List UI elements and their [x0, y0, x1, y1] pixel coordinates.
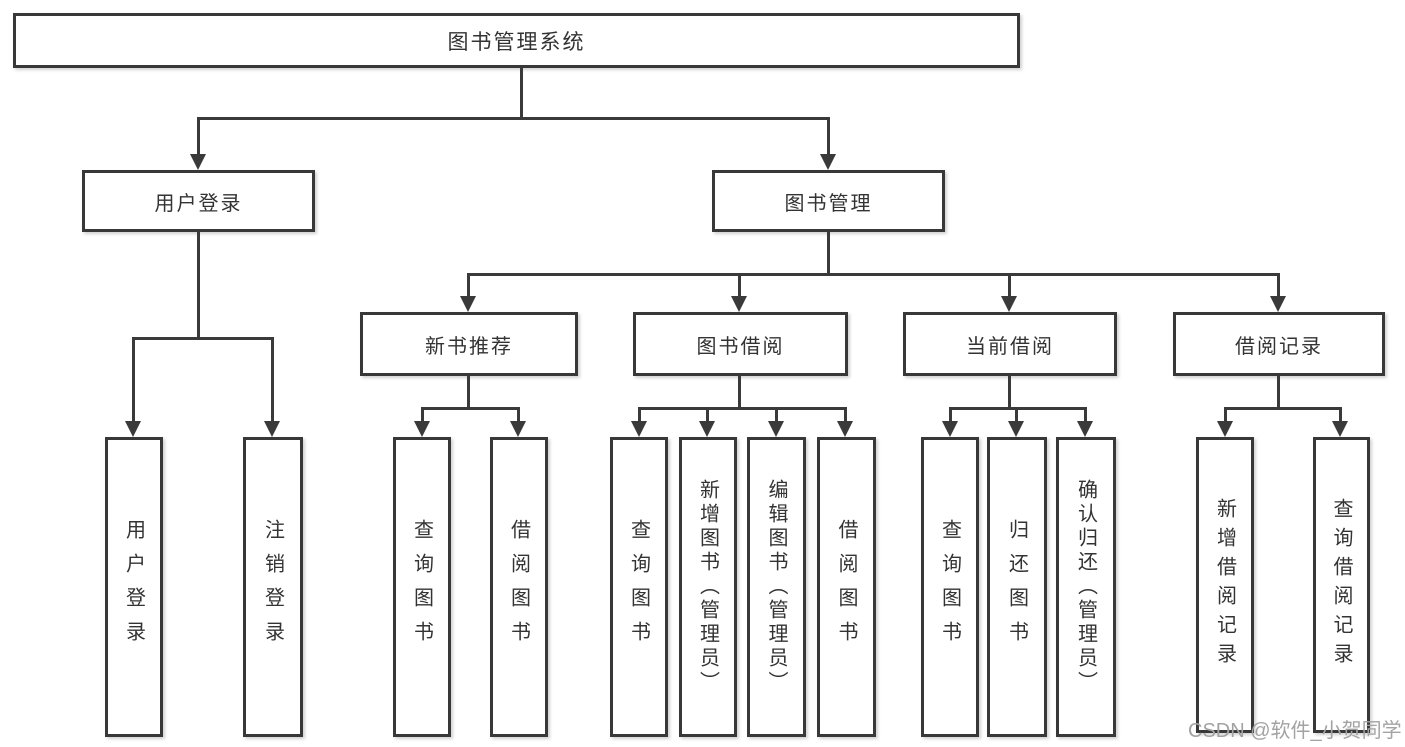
connector-borrowing-stem [738, 376, 741, 407]
arrow-recommend-leaf-2 [510, 407, 526, 437]
arrow-borrowing-leaf-4 [837, 407, 853, 437]
node-label: 注销登录 [261, 519, 284, 655]
arrow-recommend-leaf-1 [414, 407, 430, 437]
node-label: 查询图书 [938, 519, 961, 655]
node-new-book-recommend: 新书推荐 [360, 312, 578, 376]
leaf-query-books-recommend: 查询图书 [393, 437, 451, 737]
node-label: 用户登录 [122, 519, 145, 655]
arrow-borrowing-leaf-3 [768, 407, 784, 437]
node-user-login: 用户登录 [82, 170, 315, 232]
connector-root-bar [197, 117, 830, 120]
node-label: 借阅图书 [507, 519, 530, 655]
arrow-records-leaf-2 [1332, 407, 1348, 437]
leaf-logout: 注销登录 [243, 437, 303, 737]
node-label: 查询图书 [410, 519, 433, 655]
node-label: 归还图书 [1005, 519, 1028, 655]
node-label: 查询图书 [627, 519, 650, 655]
node-book-management: 图书管理 [712, 170, 945, 232]
node-label: 查询借阅记录 [1330, 498, 1352, 672]
arrow-to-current-borrowing [1001, 273, 1017, 312]
connector-root-stem [520, 68, 523, 117]
arrow-current-leaf-1 [942, 407, 958, 437]
node-borrow-records: 借阅记录 [1173, 312, 1385, 376]
connector-user-login-stem [197, 232, 200, 337]
arrow-to-leaf-logout [264, 337, 280, 437]
connector-records-bar [1224, 407, 1342, 410]
arrow-to-borrow-records [1270, 273, 1286, 312]
leaf-borrow-books-recommend: 借阅图书 [490, 437, 548, 737]
leaf-confirm-return-admin: 确认归还（管理员） [1056, 437, 1116, 737]
connector-book-mgmt-stem [827, 232, 830, 273]
node-label: 新书推荐 [425, 335, 513, 358]
csdn-watermark: CSDN @软件_小贺同学 [1188, 720, 1402, 742]
arrow-current-leaf-2 [1008, 407, 1024, 437]
arrow-to-leaf-user-login [125, 337, 141, 437]
node-label: 新增借阅记录 [1213, 498, 1236, 672]
connector-current-bar [949, 407, 1087, 410]
connector-recommend-stem [467, 376, 470, 407]
arrow-borrowing-leaf-1 [631, 407, 647, 437]
leaf-add-borrow-record: 新增借阅记录 [1196, 437, 1254, 733]
arrow-to-book-borrowing [731, 273, 747, 312]
node-label: 用户登录 [154, 192, 243, 215]
leaf-user-login: 用户登录 [105, 437, 163, 737]
arrow-current-leaf-3 [1077, 407, 1093, 437]
connector-borrowing-bar [638, 407, 847, 410]
arrow-to-user-login [190, 117, 206, 170]
leaf-edit-books-admin: 编辑图书（管理员） [747, 437, 806, 737]
node-current-borrowing: 当前借阅 [903, 312, 1117, 376]
arrow-to-new-book-recommend [460, 273, 476, 312]
node-book-borrowing: 图书借阅 [633, 312, 848, 376]
leaf-query-borrow-record: 查询借阅记录 [1313, 437, 1370, 733]
node-label: 借阅图书 [835, 519, 857, 655]
node-label: 借阅记录 [1235, 335, 1323, 358]
arrow-borrowing-leaf-2 [699, 407, 715, 437]
connector-records-stem [1277, 376, 1280, 407]
node-label: 图书管理 [784, 192, 873, 215]
leaf-add-books-admin: 新增图书（管理员） [679, 437, 737, 737]
connector-book-mgmt-bar [468, 273, 1280, 276]
node-label: 图书借阅 [696, 335, 785, 358]
connector-user-login-bar [132, 337, 274, 340]
connector-recommend-bar [421, 407, 520, 410]
leaf-borrow-books: 借阅图书 [817, 437, 876, 737]
node-label: 图书管理系统 [447, 30, 586, 54]
node-label: 新增图书（管理员） [696, 479, 719, 695]
node-label: 编辑图书（管理员） [765, 479, 787, 695]
arrow-records-leaf-1 [1217, 407, 1233, 437]
node-label: 确认归还（管理员） [1074, 479, 1097, 695]
node-root-system: 图书管理系统 [13, 13, 1020, 68]
leaf-return-books: 归还图书 [987, 437, 1047, 737]
arrow-to-book-management [820, 117, 836, 170]
leaf-query-books-borrowing: 查询图书 [610, 437, 668, 737]
leaf-query-books-current: 查询图书 [921, 437, 979, 737]
connector-current-stem [1008, 376, 1011, 407]
node-label: 当前借阅 [966, 335, 1054, 358]
